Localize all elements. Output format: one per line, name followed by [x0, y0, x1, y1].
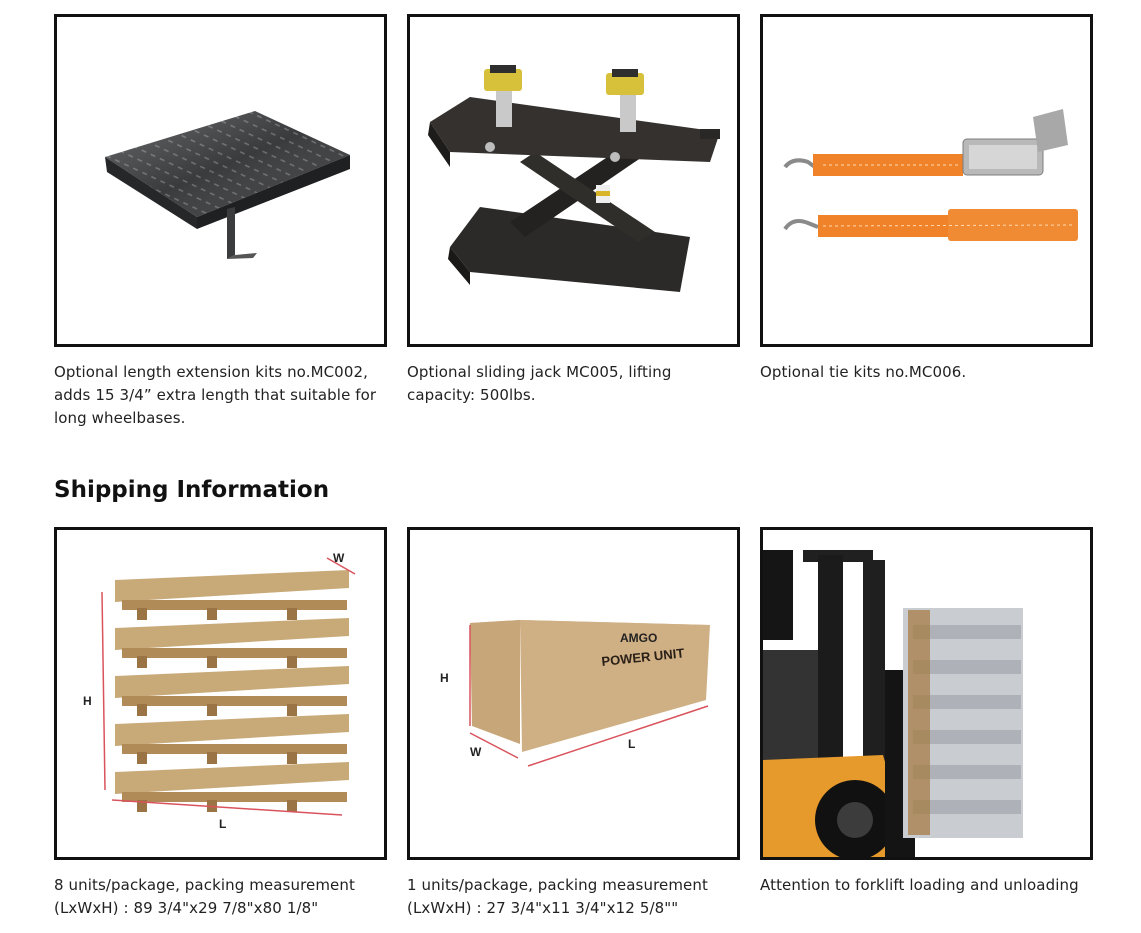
- stacked-pallets-illustration: H L W: [83, 551, 356, 831]
- dimension-label-h: H: [83, 694, 92, 708]
- accessory-caption: Optional sliding jack MC005, lifting cap…: [407, 363, 672, 404]
- accessory-caption: Optional length extension kits no.MC002,…: [54, 363, 377, 427]
- tie-straps-illustration: [783, 109, 1078, 241]
- stacked-pallets-image: H L W: [54, 527, 387, 860]
- extension-plate-image: [54, 14, 387, 347]
- forklift-illustration: [763, 550, 1023, 857]
- accessories-grid: Optional length extension kits no.MC002,…: [54, 14, 1094, 430]
- dimension-label-w: W: [333, 551, 345, 565]
- shipping-caption: 1 units/package, packing measurement (Lx…: [407, 876, 708, 917]
- dimension-label-l: L: [219, 817, 226, 831]
- shipping-grid: H L W 8 units/package, packing measureme…: [54, 527, 1094, 920]
- section-title-shipping: Shipping Information: [54, 477, 330, 503]
- power-unit-box-image: AMGO POWER UNIT H W L: [407, 527, 740, 860]
- shipping-caption: Attention to forklift loading and unload…: [760, 876, 1079, 894]
- sliding-jack-image: [407, 14, 740, 347]
- forklift-image: [760, 527, 1093, 860]
- box-brand-text: AMGO: [620, 631, 657, 645]
- dimension-label-l: L: [628, 737, 635, 751]
- shipping-card-box: AMGO POWER UNIT H W L 1 units/package, p…: [407, 527, 740, 920]
- shipping-card-pallets: H L W 8 units/package, packing measureme…: [54, 527, 387, 920]
- accessory-caption: Optional tie kits no.MC006.: [760, 363, 967, 381]
- sliding-jack-illustration: [428, 65, 720, 292]
- extension-plate-illustration: [105, 111, 350, 259]
- dimension-label-h: H: [440, 671, 449, 685]
- tie-straps-image: [760, 14, 1093, 347]
- shipping-caption: 8 units/package, packing measurement (Lx…: [54, 876, 355, 917]
- shipping-card-forklift: Attention to forklift loading and unload…: [760, 527, 1093, 920]
- accessory-card-jack: Optional sliding jack MC005, lifting cap…: [407, 14, 740, 430]
- accessory-card-tie: Optional tie kits no.MC006.: [760, 14, 1093, 430]
- accessory-card-extension: Optional length extension kits no.MC002,…: [54, 14, 387, 430]
- power-unit-box-illustration: AMGO POWER UNIT H W L: [440, 620, 710, 767]
- dimension-label-w: W: [470, 745, 482, 759]
